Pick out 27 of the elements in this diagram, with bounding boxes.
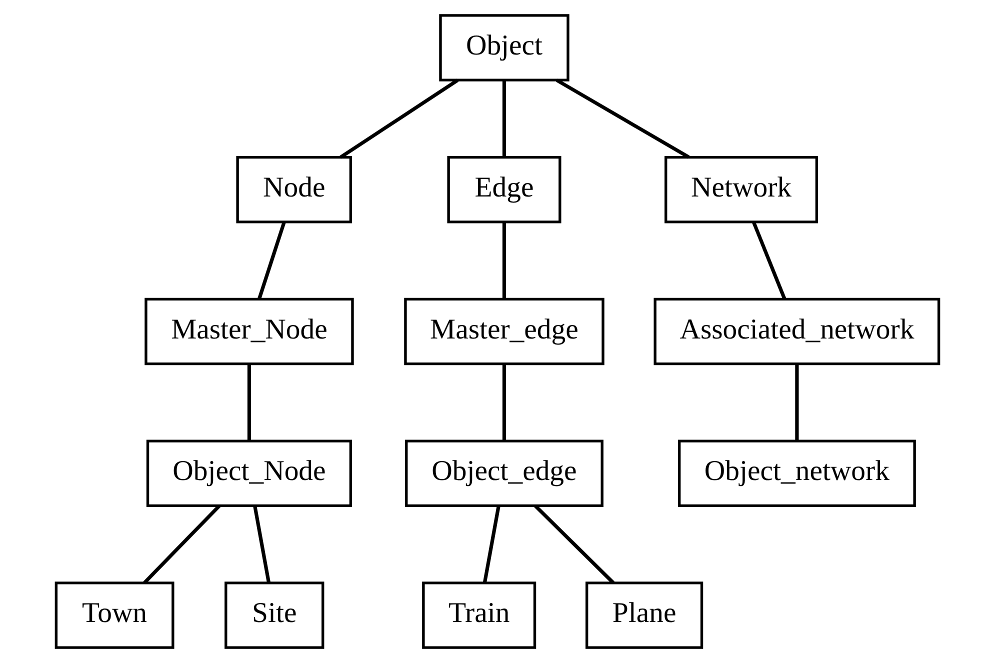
node-box: Associated_network <box>653 298 940 366</box>
connector <box>142 504 220 584</box>
connector <box>482 506 500 584</box>
connector <box>502 364 506 441</box>
connector <box>256 222 286 300</box>
node-box: Town <box>54 582 174 649</box>
connector <box>502 222 506 300</box>
connector <box>502 80 506 158</box>
node-box: Site <box>224 582 324 649</box>
node-box: Train <box>422 582 536 649</box>
connector <box>246 364 251 441</box>
node-box: Object_Node <box>146 440 352 508</box>
connector <box>751 221 786 300</box>
node-box: Plane <box>585 582 703 649</box>
node-box: Object_network <box>677 440 916 508</box>
connector <box>555 78 690 159</box>
node-box: Edge <box>446 156 561 224</box>
node-box: Node <box>236 156 352 224</box>
node-box: Network <box>664 156 818 224</box>
connector <box>339 78 458 159</box>
node-box: Master_Node <box>144 298 354 366</box>
node-box: Object <box>438 14 569 82</box>
connector <box>252 506 270 584</box>
connector <box>794 364 798 441</box>
node-box: Master_edge <box>404 298 604 366</box>
connector <box>534 504 614 584</box>
node-box: Object_edge <box>404 440 603 508</box>
